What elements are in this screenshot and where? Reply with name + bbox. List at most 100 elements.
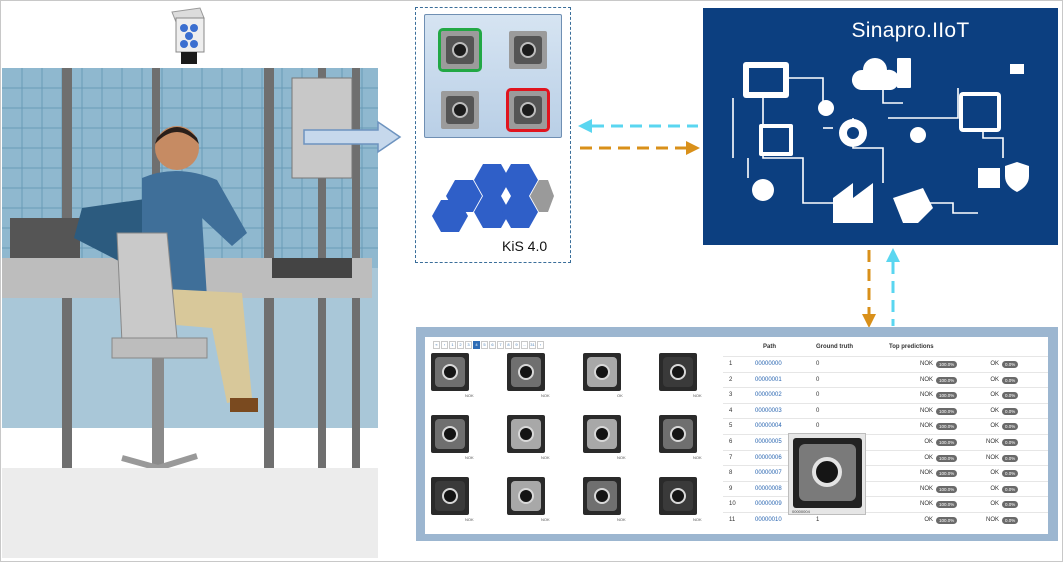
row-path-link[interactable]: 00000007	[755, 470, 782, 477]
image-tile[interactable]	[431, 415, 469, 453]
row-pred2-label: OK	[990, 361, 999, 367]
row-pred1-score: 100.0%	[933, 423, 958, 431]
part-thumb-ok	[438, 28, 482, 72]
image-tile[interactable]	[659, 477, 697, 515]
row-pred1-label: NOK	[919, 423, 933, 430]
row-pred1-label: NOK	[919, 407, 933, 414]
preview-caption: 00000004	[792, 509, 810, 514]
page-button[interactable]: 2	[457, 341, 464, 349]
row-pred1-score: 100.0%	[933, 485, 958, 494]
preview-image	[793, 438, 862, 508]
row-path-link[interactable]: 00000002	[755, 392, 782, 399]
tile-label: NOK	[465, 455, 474, 460]
row-pred1-label: NOK	[919, 361, 933, 367]
row-pred2-label: OK	[990, 407, 999, 414]
image-tile[interactable]	[507, 477, 545, 515]
page-button[interactable]: 8	[505, 341, 512, 349]
row-pred1-score: 100.0%	[933, 454, 958, 463]
row-pred2-score: 0.0%	[999, 454, 1019, 463]
globe-small-icon	[818, 100, 834, 116]
table-row: 10000000091NOK100.0%OK0.0%	[723, 496, 1048, 512]
image-tile[interactable]	[583, 415, 621, 453]
robot-arm-icon	[893, 188, 933, 223]
table-row: 9000000081NOK100.0%OK0.0%	[723, 480, 1048, 497]
row-pred2-score: 0.0%	[999, 470, 1019, 478]
row-path-link[interactable]: 00000004	[755, 423, 782, 430]
row-pred1-score: 100.0%	[933, 517, 958, 525]
image-tile[interactable]	[507, 415, 545, 453]
row-pred1-label: OK	[924, 454, 933, 461]
tile-label: OK	[617, 393, 623, 398]
row-ground-truth: 1	[816, 517, 820, 523]
row-ground-truth: 0	[816, 376, 820, 383]
row-pred1-score: 100.0%	[933, 407, 958, 416]
row-number: 1	[729, 361, 733, 367]
row-pred1-label: NOK	[919, 501, 933, 508]
row-pred2-label: OK	[990, 501, 999, 508]
row-ground-truth: 0	[816, 361, 820, 367]
tile-label: NOK	[465, 517, 474, 522]
row-number: 6	[729, 439, 733, 445]
column-ground-truth: Ground truth	[816, 344, 853, 350]
row-path-link[interactable]: 00000005	[755, 439, 782, 445]
image-tile[interactable]	[507, 353, 545, 391]
hexagon-logo	[432, 164, 554, 232]
tile-label: NOK	[617, 517, 626, 522]
row-pred2-score: 0.0%	[999, 439, 1019, 447]
row-pred2-label: OK	[990, 376, 999, 383]
row-pred1-label: NOK	[919, 392, 933, 399]
image-tile[interactable]	[583, 477, 621, 515]
row-number: 11	[729, 517, 736, 523]
page-button[interactable]: 7	[497, 341, 504, 349]
flow-arrow-right	[303, 120, 402, 154]
row-pred1-score: 100.0%	[933, 470, 958, 478]
page-button[interactable]: 5	[481, 341, 488, 349]
page-button[interactable]: «	[433, 341, 440, 349]
row-pred2-score: 0.0%	[999, 407, 1019, 416]
page-button[interactable]: 4	[473, 341, 480, 349]
column-top-predictions: Top predictions	[889, 344, 934, 350]
page-button[interactable]: 31	[529, 341, 536, 349]
kis-label: KiS 4.0	[502, 238, 548, 254]
image-tile[interactable]	[659, 415, 697, 453]
row-path-link[interactable]: 00000001	[755, 376, 782, 383]
row-path-link[interactable]: 00000003	[755, 407, 782, 414]
page-button[interactable]: 3	[465, 341, 472, 349]
row-path-link[interactable]: 00000006	[755, 454, 782, 461]
settings-doc-icon	[910, 127, 926, 143]
page-button[interactable]: …	[521, 341, 528, 349]
iiot-network-diagram	[732, 58, 1029, 223]
page-button[interactable]: 1	[449, 341, 456, 349]
part-thumb-nok	[506, 88, 550, 132]
page-button[interactable]: 6	[489, 341, 496, 349]
tile-label: NOK	[541, 517, 550, 522]
row-number: 10	[729, 501, 736, 508]
row-path-link[interactable]: 00000010	[755, 517, 782, 523]
image-tile[interactable]	[431, 477, 469, 515]
tile-label: NOK	[693, 517, 702, 522]
arrow-sinapro-to-kis	[578, 119, 698, 133]
factory-icon	[833, 183, 873, 223]
row-pred1-score: 100.0%	[933, 392, 958, 400]
row-path-link[interactable]: 00000000	[755, 361, 782, 367]
row-pred1-label: OK	[924, 439, 933, 445]
image-tile[interactable]	[431, 353, 469, 391]
page-button[interactable]: ›	[537, 341, 544, 349]
cloud-icon	[851, 58, 900, 90]
row-path-link[interactable]: 00000008	[755, 485, 782, 492]
row-path-link[interactable]: 00000009	[755, 501, 782, 508]
mail-icon	[1010, 64, 1024, 74]
page-button[interactable]: ‹	[441, 341, 448, 349]
image-tile[interactable]	[583, 353, 621, 391]
page-button[interactable]: 9	[513, 341, 520, 349]
arrow-results-to-sinapro	[886, 248, 900, 326]
image-tile[interactable]	[659, 353, 697, 391]
image-preview-popup: 00000004	[788, 433, 866, 515]
